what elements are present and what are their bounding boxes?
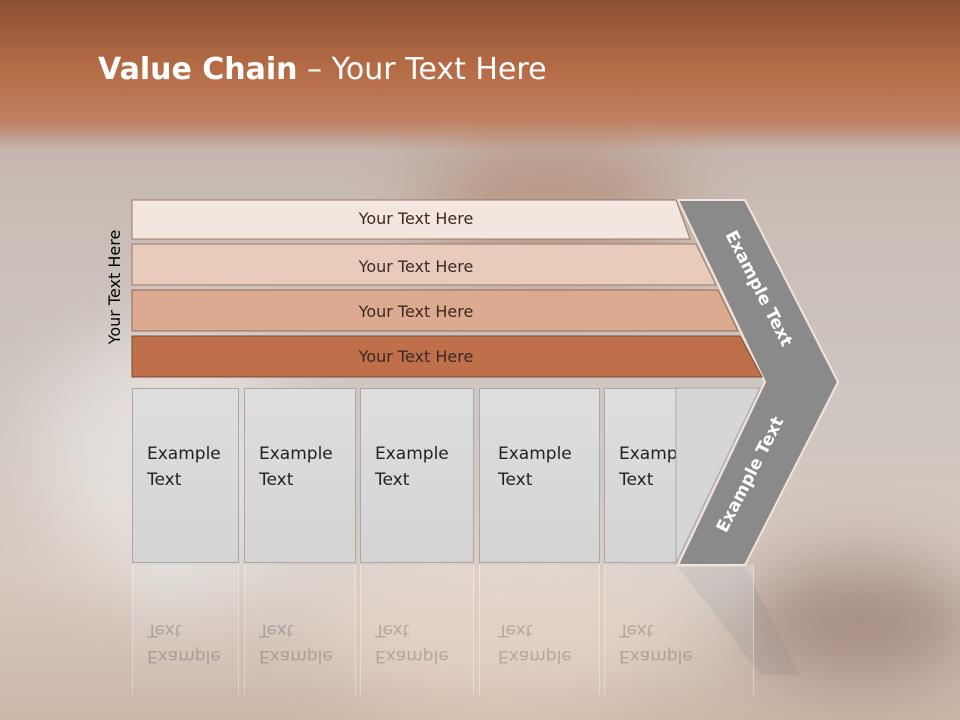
bar-2	[131, 243, 717, 286]
bar-4	[131, 335, 763, 378]
bar-3	[131, 289, 739, 332]
activity-2-line2: Text	[259, 470, 294, 490]
title-rest: – Your Text Here	[297, 52, 547, 87]
bar-1-label: Your Text Here	[358, 209, 474, 228]
activity-4-line1: Example	[498, 444, 572, 464]
bar-2-label: Your Text Here	[358, 257, 474, 276]
chevron-arrow	[676, 199, 840, 566]
bar-3-label: Your Text Here	[358, 302, 474, 321]
activity-3-line2: Text	[375, 470, 410, 490]
title-bold: Value Chain	[98, 52, 298, 87]
activity-1-line2: Text	[147, 470, 182, 490]
activity-5-line1: Example	[619, 444, 693, 464]
activity-5-line2: Text	[619, 470, 654, 490]
slide-title: Value Chain – Your Text Here	[98, 52, 547, 87]
chevron-reflection	[678, 567, 800, 675]
header-band	[0, 0, 960, 150]
activity-2-line1: Example	[259, 444, 333, 464]
bar-1	[131, 199, 691, 240]
activity-3-line1: Example	[375, 444, 449, 464]
activity-4-line2: Text	[498, 470, 533, 490]
bar-4-label: Your Text Here	[358, 347, 474, 366]
activity-1-line1: Example	[147, 444, 221, 464]
